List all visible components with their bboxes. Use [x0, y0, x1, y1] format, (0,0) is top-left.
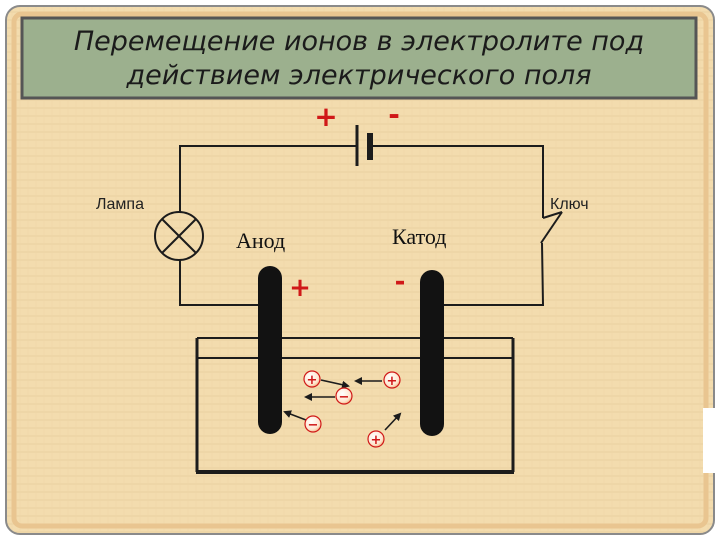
battery-icon	[355, 125, 373, 166]
lamp-icon	[154, 211, 204, 261]
slide-frame	[5, 5, 715, 535]
battery-plus-sign: +	[314, 100, 337, 133]
ion-charge: −	[308, 418, 319, 433]
ion-plus-1: +	[303, 370, 321, 388]
ion-minus-2: −	[304, 415, 322, 433]
ion-charge: +	[387, 374, 398, 389]
slide-inner-border	[11, 11, 709, 529]
cathode-sign: -	[395, 267, 406, 297]
anode-label: Анод	[236, 228, 285, 253]
switch-label: Ключ	[550, 196, 589, 213]
cathode-electrode	[420, 270, 444, 436]
lamp-label: Лампа	[96, 196, 144, 213]
slide-title-line-1: Перемещение ионов в электролите под	[74, 26, 644, 57]
ion-charge: +	[307, 373, 318, 388]
switch-icon	[540, 211, 563, 244]
slide-title-line-2: действием электрического поля	[125, 60, 591, 91]
electrolyte-vessel	[195, 337, 515, 474]
edge-notch	[703, 408, 720, 473]
battery-minus-sign: -	[388, 98, 400, 131]
cathode-label: Катод	[392, 224, 446, 249]
circuit-wires	[179, 145, 563, 306]
anode-electrode	[258, 266, 282, 434]
ion-minus-1: −	[335, 387, 353, 405]
ion-charge: −	[339, 390, 350, 405]
ion-plus-3: +	[367, 430, 385, 448]
ion-plus-2: +	[383, 371, 401, 389]
ion-charge: +	[371, 433, 382, 448]
ion-arrows	[283, 377, 402, 431]
title-panel	[20, 16, 698, 100]
anode-sign: +	[289, 273, 311, 303]
